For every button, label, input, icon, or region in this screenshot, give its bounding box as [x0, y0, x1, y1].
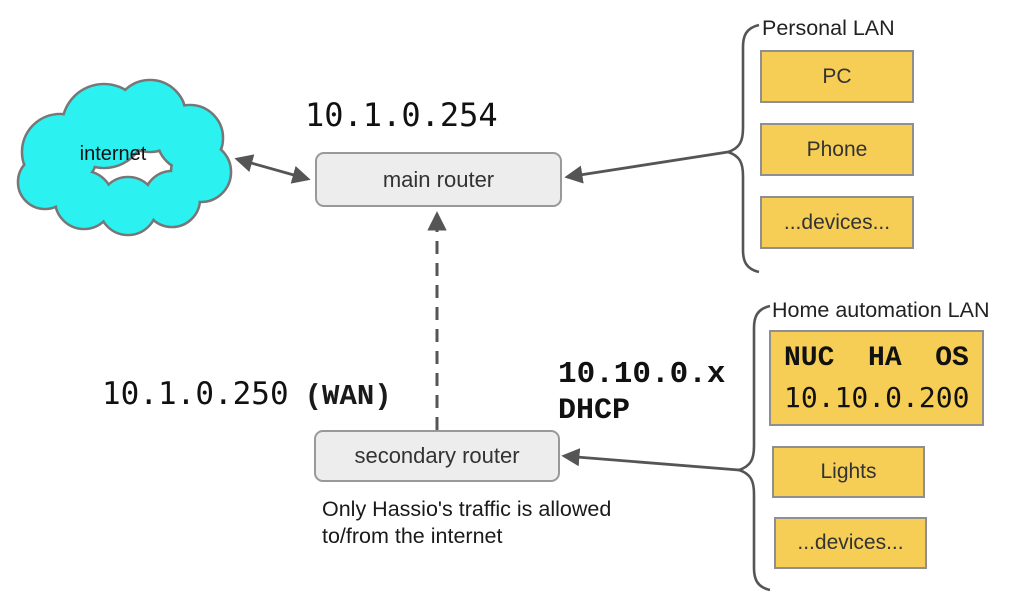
dhcp-range: 10.10.0.x: [558, 357, 726, 392]
device-label-phone: Phone: [806, 137, 868, 161]
firewall-note: Only Hassio's traffic is allowed to/from…: [322, 496, 611, 550]
device-box-pc: PC: [760, 50, 914, 103]
firewall-note-line2: to/from the internet: [322, 524, 503, 548]
home-automation-lan-label: Home automation LAN: [772, 298, 990, 322]
device-label-devices-personal: ...devices...: [783, 210, 891, 234]
nuc-ip: 10.10.0.200: [784, 381, 970, 414]
device-label-devices-home: ...devices...: [797, 531, 904, 554]
nuc-name: NUC HA OS: [784, 343, 969, 374]
device-box-devices-personal: ...devices...: [760, 196, 914, 249]
personal-lan-brace: [723, 23, 760, 274]
arrow-internet-main-router: [234, 154, 311, 184]
arrow-home-lan-to-secondary-router: [561, 448, 740, 472]
device-box-lights: Lights: [772, 446, 925, 498]
device-label-pc: PC: [822, 64, 852, 88]
device-label-lights: Lights: [820, 460, 877, 483]
main-router-label: main router: [382, 166, 495, 192]
internet-label: internet: [79, 143, 147, 165]
wan-ip: 10.1.0.250: [102, 376, 289, 412]
dhcp-tag: DHCP: [558, 394, 631, 428]
wan-tag: (WAN): [304, 380, 392, 413]
device-box-phone: Phone: [760, 123, 914, 176]
secondary-router-dhcp-block: 10.10.0.x DHCP: [558, 358, 725, 428]
personal-lan-label: Personal LAN: [762, 16, 895, 40]
firewall-note-line1: Only Hassio's traffic is allowed: [322, 497, 612, 521]
device-box-nuc: NUC HA OS 10.10.0.200: [769, 330, 984, 426]
main-router-ip: 10.1.0.254: [305, 96, 498, 134]
home-lan-brace: [734, 304, 771, 592]
internet-cloud-icon: [16, 78, 233, 237]
secondary-router-wan-ip-line: 10.1.0.250 (WAN): [102, 376, 392, 413]
secondary-router-label: secondary router: [354, 443, 520, 468]
device-box-devices-home: ...devices...: [774, 517, 927, 569]
secondary-router-node: secondary router: [314, 430, 560, 482]
main-router-node: main router: [315, 152, 562, 207]
arrow-personal-lan-to-main-router: [564, 150, 729, 184]
